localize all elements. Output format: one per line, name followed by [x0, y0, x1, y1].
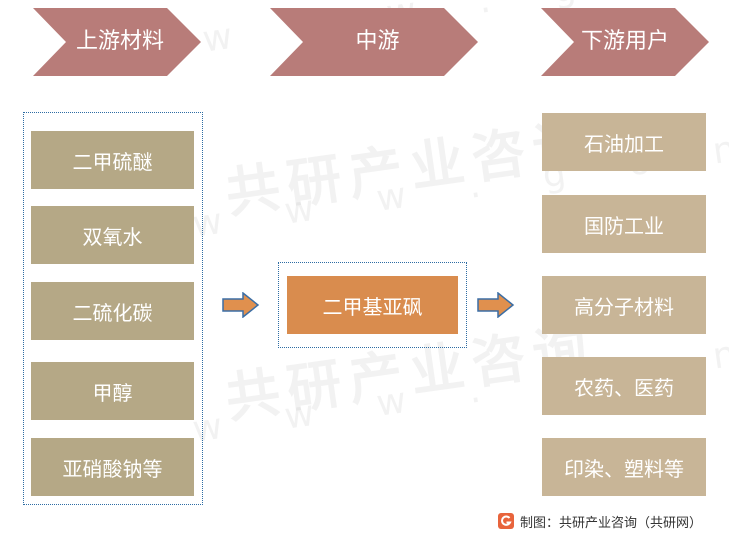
upstream-item: 二硫化碳 — [31, 282, 194, 340]
header-downstream-label: 下游用户 — [580, 29, 669, 54]
downstream-item: 印染、塑料等 — [542, 438, 706, 496]
footer-source: 制图：共研产业咨询（共研网） — [498, 508, 702, 534]
downstream-item: 高分子材料 — [542, 276, 706, 334]
flow-arrow-icon — [222, 292, 260, 318]
upstream-item: 亚硝酸钠等 — [31, 438, 194, 496]
header-chevron-shape — [270, 8, 478, 76]
upstream-item: 二甲硫醚 — [31, 131, 194, 189]
upstream-frame — [23, 112, 203, 505]
brand-logo-icon — [498, 513, 514, 529]
footer-source-text: 制图：共研产业咨询（共研网） — [520, 515, 703, 531]
header-midstream-label: 中游 — [355, 29, 400, 54]
upstream-item: 甲醇 — [31, 362, 194, 420]
flow-arrow-icon — [477, 292, 515, 318]
downstream-item: 国防工业 — [542, 195, 706, 253]
downstream-item: 石油加工 — [542, 113, 706, 171]
header-chevron-shape — [541, 8, 709, 76]
midstream-frame — [278, 262, 467, 348]
midstream-item: 二甲基亚砜 — [287, 276, 458, 334]
header-chevron-shape — [33, 8, 201, 76]
header-upstream-label: 上游材料 — [75, 29, 164, 54]
upstream-item: 双氧水 — [31, 206, 194, 264]
downstream-item: 农药、医药 — [542, 357, 706, 415]
